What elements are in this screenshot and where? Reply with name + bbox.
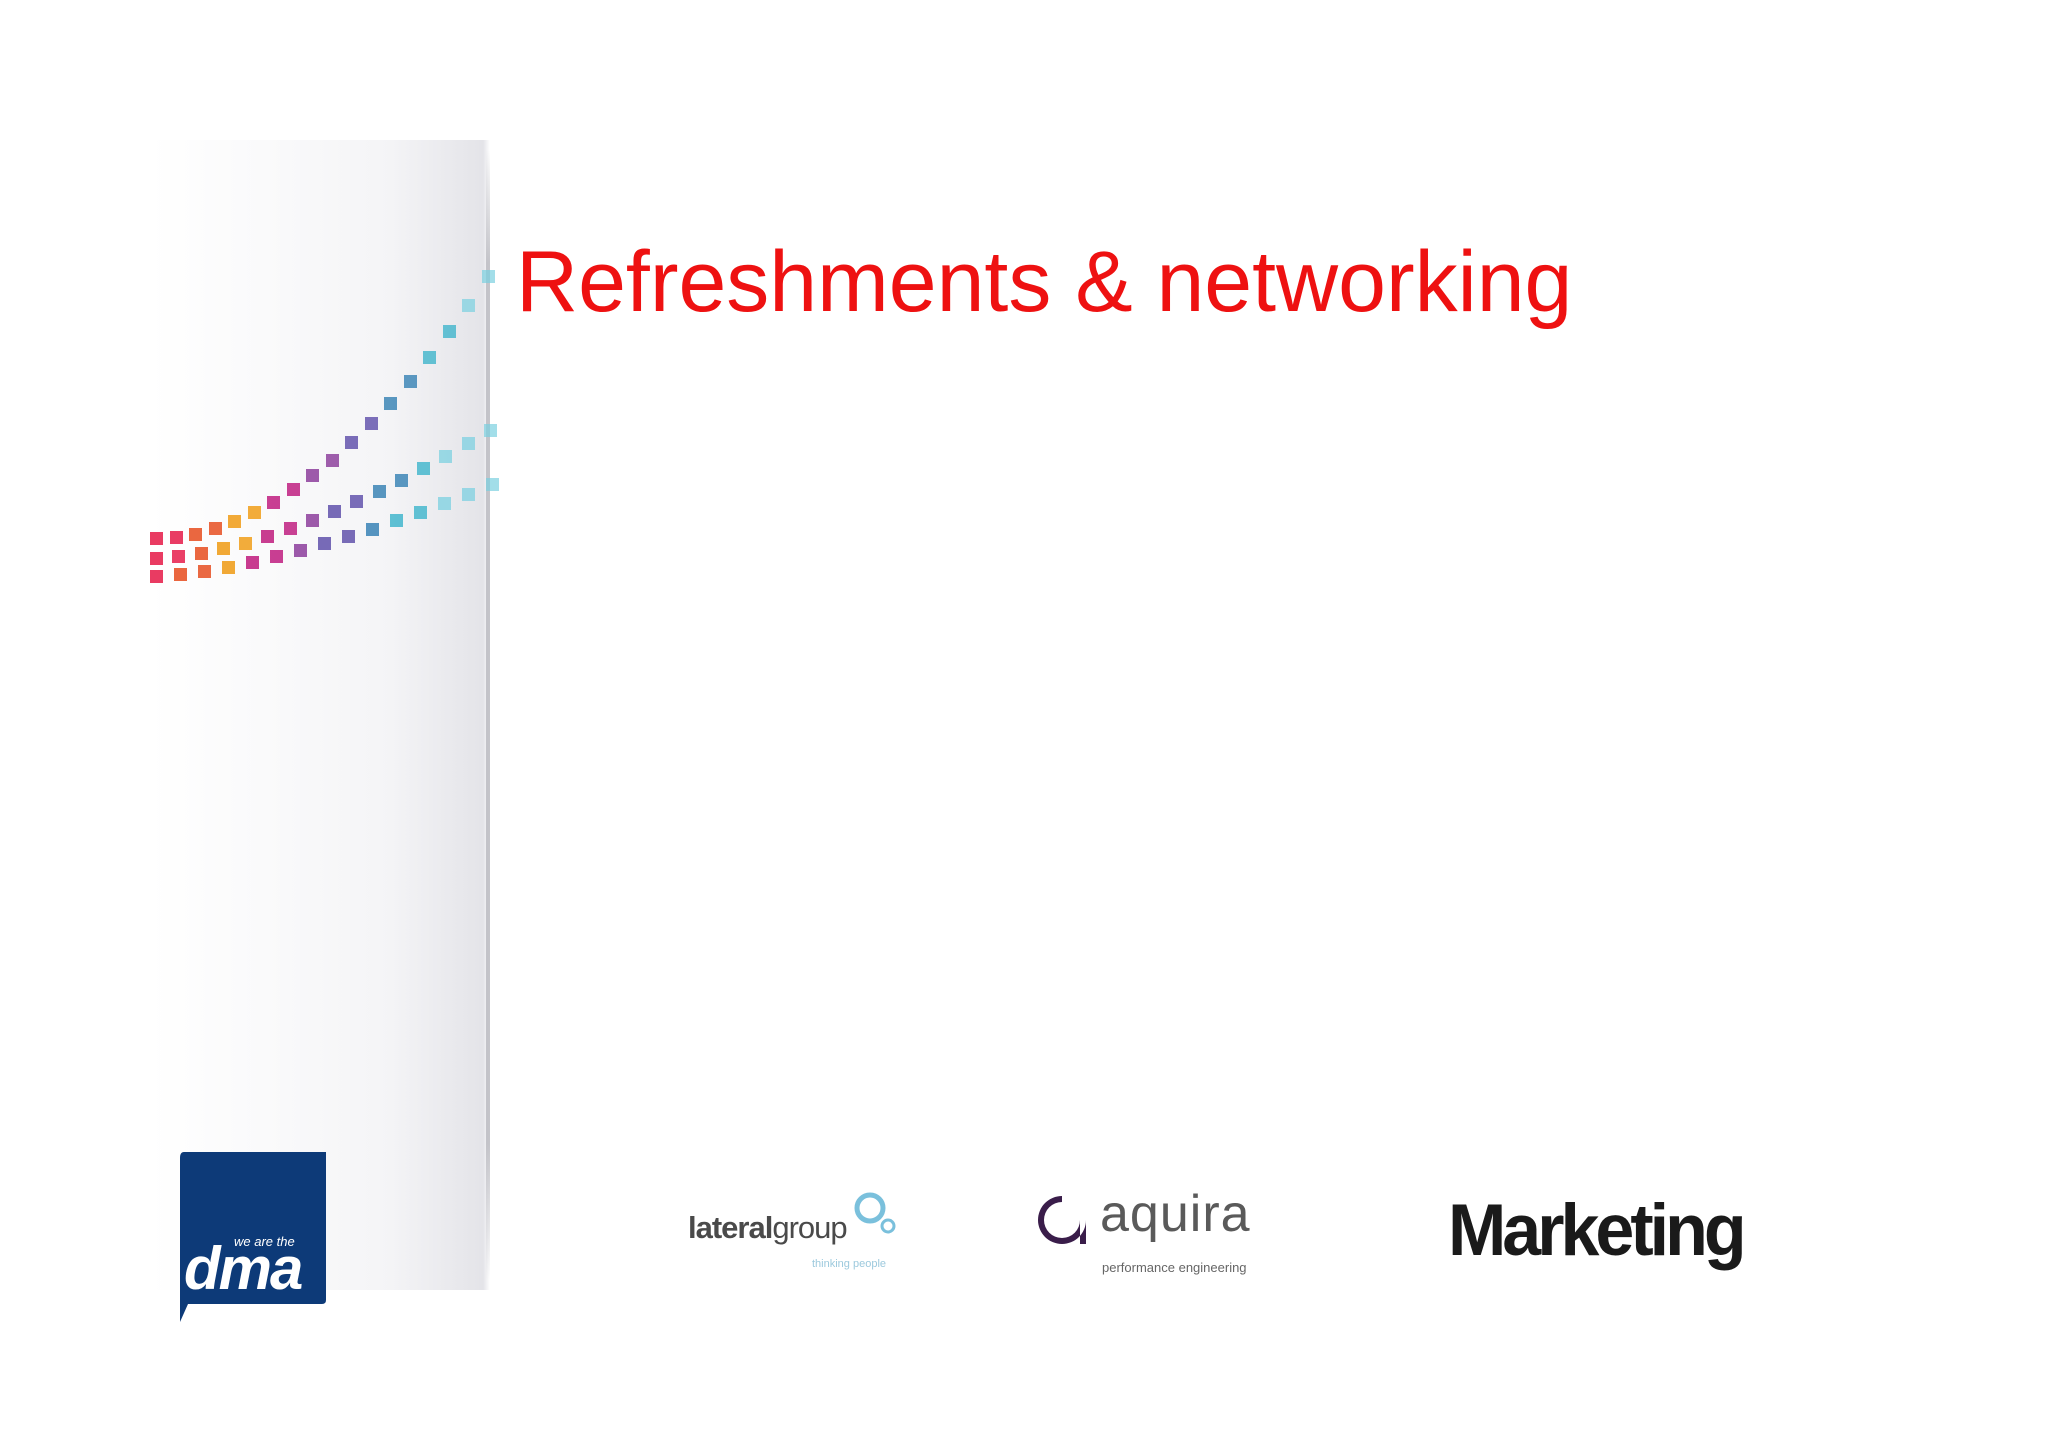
swoosh-square [267,495,281,509]
swoosh-square [394,474,408,488]
slide-title: Refreshments & networking [516,234,1573,330]
swoosh-square [239,536,253,550]
swoosh-square [328,505,342,519]
swoosh-square [270,550,283,564]
aquira-tagline: performance engineering [1102,1260,1247,1275]
swoosh-square [294,544,307,558]
sidebar-background [150,140,490,1290]
swoosh-square [216,542,230,556]
swoosh-square [417,462,431,476]
swoosh-square [208,522,222,536]
dma-logo-small-text: we are the [234,1234,295,1249]
swoosh-square [350,495,364,509]
swoosh-square [442,325,456,339]
dma-logo-text: dma [184,1235,303,1302]
swoosh-square [462,487,475,501]
swoosh-square [462,298,476,312]
swoosh-square [198,565,211,579]
swoosh-square [189,527,203,541]
swoosh-square [318,537,331,551]
aquira-logo: aquira performance engineering [1034,1185,1274,1280]
swoosh-square [247,506,261,520]
swoosh-square [390,514,403,528]
lateralgroup-logo: lateralgroup thinking people [688,1190,898,1280]
swoosh-square [172,550,186,564]
dma-logo: we are the dma [178,1152,328,1322]
swoosh-square [150,570,163,583]
swoosh-square [439,450,453,464]
swoosh-square [486,478,499,491]
swoosh-square [150,532,163,545]
swoosh-square [414,505,427,519]
swoosh-square [283,522,297,536]
swoosh-square [366,522,379,536]
swoosh-square [325,453,339,467]
swoosh-square [222,560,235,574]
swoosh-square [482,270,495,283]
swoosh-square [174,568,187,582]
aquira-name: aquira [1100,1185,1251,1243]
swoosh-square [484,424,497,437]
lateralgroup-name: lateralgroup [688,1210,848,1246]
swoosh-square [384,396,398,410]
sidebar-divider [486,150,490,1280]
marketing-logo: Marketing [1448,1189,1747,1271]
swoosh-square [438,496,451,510]
lateralgroup-name-bold: lateral [688,1210,773,1245]
dma-badge-icon [180,1152,326,1322]
swoosh-square [306,469,320,483]
swoosh-square [345,436,359,450]
swoosh-square [228,515,242,529]
swoosh-square [364,417,378,431]
swoosh-square [342,530,355,544]
swoosh-square [261,529,275,543]
swoosh-square [246,555,259,569]
swoosh-square [150,552,163,565]
swoosh-square [305,514,319,528]
swoosh-square [423,350,437,364]
aquira-mark-icon [1038,1196,1086,1244]
swoosh-square [372,485,386,499]
swoosh-square [194,546,208,560]
swoosh-square [286,483,300,497]
bubbles-icon [854,1192,896,1234]
swoosh-square [169,530,183,544]
swoosh-square [461,437,475,451]
lateralgroup-name-light: group [772,1210,847,1245]
swoosh-square [403,374,417,388]
lateralgroup-tagline: thinking people [812,1258,887,1270]
